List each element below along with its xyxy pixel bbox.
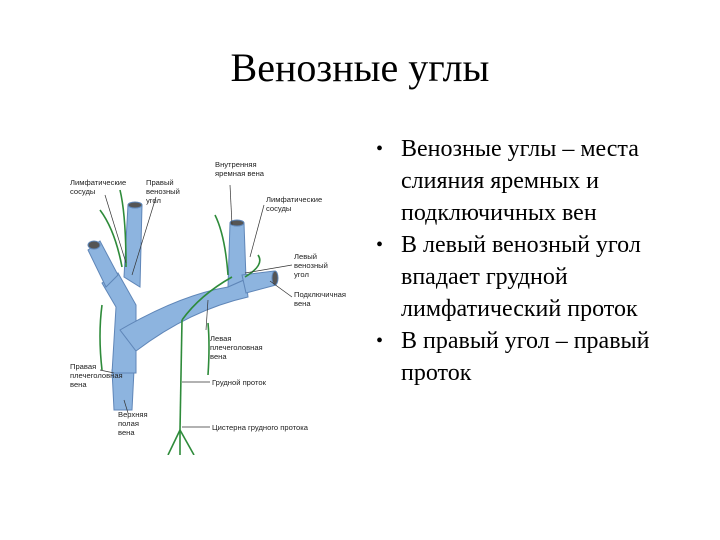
right-lymph-vessel-upper	[99, 209, 123, 268]
label-left-brachiocephalic-vein: Левая плечеголовная вена	[210, 334, 265, 361]
right-brachiocephalic-vein-shape	[101, 272, 137, 374]
label-thoracic-duct: Грудной проток	[212, 378, 267, 387]
cisterna-branch-1	[167, 429, 181, 455]
label-left-venous-angle: Левый венозный угол	[294, 252, 330, 279]
label-lymph-vessels-right: Лимфатические сосуды	[266, 195, 324, 213]
right-jugular-end	[127, 201, 143, 209]
venous-angles-illustration: Лимфатические сосуды Правый венозный уго…	[70, 160, 348, 455]
thoracic-duct	[179, 319, 183, 431]
bullet-dot-icon: •	[376, 330, 384, 352]
venous-angles-diagram: Лимфатические сосуды Правый венозный уго…	[60, 155, 350, 455]
left-jugular-end	[229, 219, 245, 227]
left-lymph-vessel-lower	[244, 254, 261, 278]
veins	[87, 204, 277, 411]
bullet-dot-icon: •	[376, 138, 384, 160]
pointer-lines	[99, 184, 293, 428]
label-superior-vena-cava: Верхняя полая вена	[118, 410, 150, 437]
bullet-text: В левый венозный угол впадает грудной ли…	[401, 232, 641, 322]
bullet-item: • Венозные углы – места слияния яремных …	[368, 133, 708, 229]
right-internal-jugular-vein-shape	[123, 204, 143, 288]
bullet-list: • Венозные углы – места слияния яремных …	[368, 133, 708, 389]
left-brachiocephalic-vein-shape	[119, 278, 249, 352]
label-subclavian-vein: Подключичная вена	[294, 290, 348, 308]
thoracic-duct-top	[181, 276, 233, 321]
bullet-text: Венозные углы – места слияния яремных и …	[401, 136, 639, 226]
right-subclavian-end	[87, 240, 101, 250]
diagram-labels: Лимфатические сосуды Правый венозный уго…	[70, 160, 348, 437]
slide-title: Венозные углы	[230, 45, 490, 90]
left-lymph-vessel-upper	[214, 214, 229, 276]
lymph-vessels	[99, 189, 261, 455]
bullet-text: В правый угол – правый проток	[401, 328, 650, 386]
bullet-item: • В левый венозный угол впадает грудной …	[368, 229, 708, 325]
right-lymph-vessel-jugular	[119, 189, 127, 268]
bullet-dot-icon: •	[376, 234, 384, 256]
label-right-brachiocephalic-vein: Правая плечеголовная вена	[70, 362, 125, 389]
label-lymph-vessels-left: Лимфатические сосуды	[70, 178, 128, 196]
label-cisterna-chyli: Цистерна грудного протока	[212, 423, 309, 432]
mid-lymph	[207, 322, 210, 376]
right-subclavian-vein-shape	[87, 240, 119, 288]
label-internal-jugular-vein: Внутренняя яремная вена	[215, 160, 265, 178]
cisterna-branch-3	[179, 429, 195, 455]
right-lymph-vessel-left-side	[99, 304, 103, 371]
bullet-item: • В правый угол – правый проток	[368, 325, 708, 389]
label-right-venous-angle: Правый венозный угол	[146, 178, 182, 205]
